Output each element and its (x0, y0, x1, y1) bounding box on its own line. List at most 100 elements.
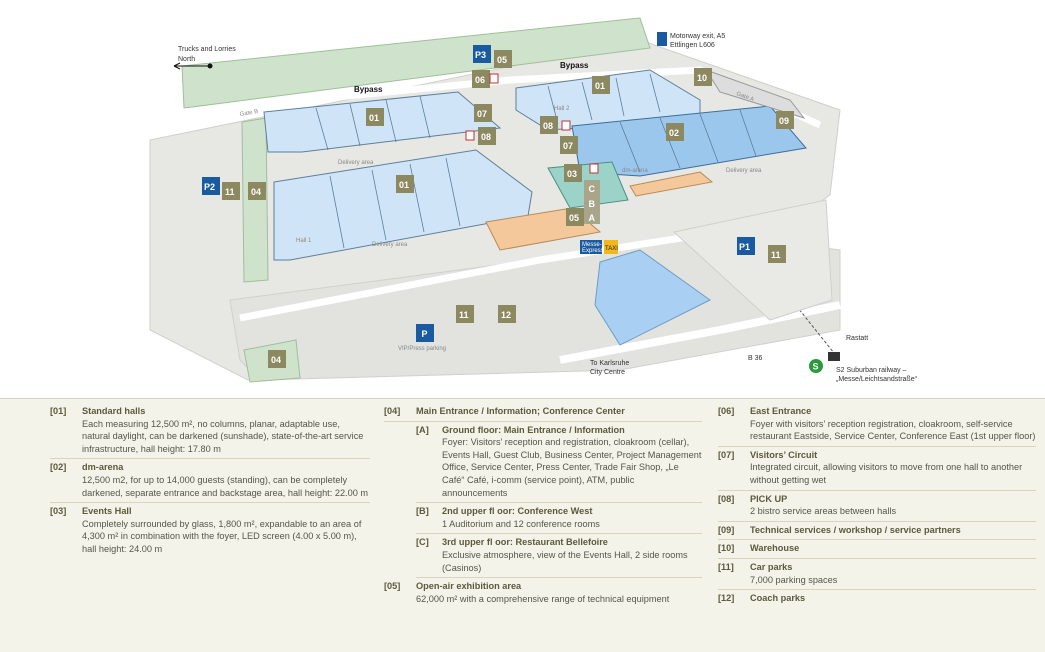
legend-code: [A] (416, 424, 429, 435)
messe-label-2: Express (582, 248, 604, 254)
parking-p1: P1 (737, 237, 755, 255)
trucks-label: Trucks and Lorries (178, 46, 236, 53)
svg-text:B: B (589, 199, 596, 209)
legend-title: Main Entrance / Information; Conference … (416, 406, 625, 416)
train-icon (828, 352, 840, 361)
legend-entry-06: [06]East Entrance Foyer with visitors’ r… (718, 403, 1036, 447)
marker-01-east: 01 (592, 76, 610, 94)
legend-desc: 7,000 parking spaces (750, 574, 838, 585)
marker-08-east: 08 (540, 116, 558, 134)
north-arrow-icon (173, 62, 208, 70)
legend-title: Technical services / workshop / service … (750, 524, 961, 535)
messe-express-sign (580, 240, 602, 254)
legend-title: dm-arena (82, 462, 124, 473)
svg-text:P2: P2 (204, 182, 215, 192)
legend-title: Coach parks (750, 593, 806, 604)
marker-09: 09 (776, 111, 794, 129)
messe-label-1: Messe- (582, 242, 602, 248)
hall-2-label: Hall 2 (554, 106, 570, 112)
svg-text:06: 06 (475, 75, 485, 85)
legend-title: PICK UP (750, 493, 788, 504)
legend-code: [09] (718, 524, 735, 535)
legend-code: [B] (416, 506, 429, 517)
marker-03: 03 (564, 164, 582, 182)
svg-text:A: A (589, 213, 596, 223)
svg-text:P3: P3 (475, 50, 486, 60)
svg-text:07: 07 (563, 141, 573, 151)
legend-desc: Each measuring 12,500 m², no columns, pl… (82, 418, 364, 454)
legend-entry-04: [04]Main Entrance / Information; Confere… (384, 403, 702, 422)
s2-label-2: „Messe/Leichtsandstraße“ (836, 376, 918, 383)
marker-11-east: 11 (768, 245, 786, 263)
legend-entry-a: [A]Ground floor: Main Entrance / Informa… (416, 422, 702, 504)
legend-desc: Foyer: Visitors’ reception and registrat… (442, 437, 702, 498)
svg-text:01: 01 (595, 81, 605, 91)
svg-text:10: 10 (697, 73, 707, 83)
marker-06: 06 (472, 70, 490, 88)
marker-05-north: 05 (494, 50, 512, 68)
legend-entry-01: [01]Standard halls Each measuring 12,500… (50, 403, 370, 460)
gate-a-label: Gate A (735, 91, 754, 103)
marker-11-west: 11 (222, 182, 240, 200)
legend-desc: 12,500 m2, for up to 14,000 guests (stan… (82, 474, 369, 498)
svg-text:12: 12 (501, 310, 511, 320)
bypass-label-east: Bypass (560, 61, 589, 70)
legend-entry-08: [08] PICK UP 2 bistro service areas betwe… (718, 491, 1036, 522)
bypass-label-west: Bypass (354, 85, 383, 94)
p1-parking-lot (672, 199, 833, 321)
parking-p-vip: P (416, 324, 434, 342)
motorway-label-1: Motorway exit, A5 (670, 33, 725, 40)
warehouse-block (704, 69, 806, 119)
conference-building (629, 171, 714, 197)
legend-entry-02: [02] dm-arena 12,500 m2, for up to 14,000… (50, 459, 370, 504)
svg-text:P1: P1 (739, 242, 750, 252)
legend-title: 3rd upper fl oor: Restaurant Bellefoire (442, 537, 608, 548)
legend-entry-12: [12]Coach parks (718, 590, 1036, 608)
legend-column-2: [04]Main Entrance / Information; Confere… (384, 403, 702, 608)
delivery-label-2: Delivery area (372, 242, 408, 248)
svg-text:02: 02 (669, 128, 679, 138)
legend-desc: 2 bistro service areas between halls (750, 506, 897, 517)
legend-code: [03] (50, 506, 67, 517)
parking-p3: P3 (473, 45, 491, 63)
rastatt-label: Rastatt (846, 335, 868, 342)
b36-road (559, 301, 841, 364)
marker-01-north: 01 (366, 108, 384, 126)
marker-08-west: 08 (478, 127, 496, 145)
svg-text:07: 07 (477, 109, 487, 119)
legend-code: [08] (718, 493, 735, 504)
svg-text:C: C (589, 184, 596, 194)
venue-site-map: Trucks and Lorries North Motorway exit, … (149, 17, 918, 383)
legend-code: [05] (384, 581, 401, 592)
legend-title: Car parks (750, 561, 793, 572)
legend-column-3: [06]East Entrance Foyer with visitors’ r… (718, 403, 1036, 608)
svg-text:09: 09 (779, 116, 789, 126)
marker-04-south: 04 (268, 350, 286, 368)
delivery-label-3: Delivery area (726, 168, 762, 174)
legend-title: Standard halls (82, 406, 146, 416)
legend-panel: [01]Standard halls Each measuring 12,500… (0, 398, 1045, 652)
svg-text:03: 03 (567, 169, 577, 179)
karlsruhe-label-2: City Centre (590, 369, 625, 376)
motorway-icon (657, 32, 667, 46)
suburban-railway-icon (809, 359, 823, 373)
north-label: North (178, 56, 195, 63)
svg-text:P: P (422, 329, 428, 339)
legend-entry-05: [05]Open-air exhibition area 62,000 m² w… (384, 578, 702, 608)
legend-title: East Entrance (750, 406, 812, 416)
legend-title: 2nd upper fl oor: Conference West (442, 506, 593, 517)
svg-text:05: 05 (497, 55, 507, 65)
marker-a: A (584, 210, 600, 224)
legend-entry-09: [09] Technical services / workshop / serv… (718, 522, 1036, 541)
legend-desc: Integrated circuit, allowing visitors to… (750, 462, 1023, 485)
legend-code: [02] (50, 462, 67, 473)
svg-text:05: 05 (569, 213, 579, 223)
svg-text:11: 11 (459, 310, 469, 320)
s2-label-1: S2 Suburban railway – (836, 367, 907, 374)
legend-entry-03: [03]Events Hall Completely surrounded by… (50, 503, 370, 558)
legend-code: [C] (416, 537, 429, 548)
dm-arena-label: dm-arena (622, 168, 648, 174)
legend-entry-b: [B]2nd upper fl oor: Conference West 1 A… (416, 503, 702, 535)
marker-07-east: 07 (560, 136, 578, 154)
legend-entry-11: [11]Car parks 7,000 parking spaces (718, 559, 1036, 591)
